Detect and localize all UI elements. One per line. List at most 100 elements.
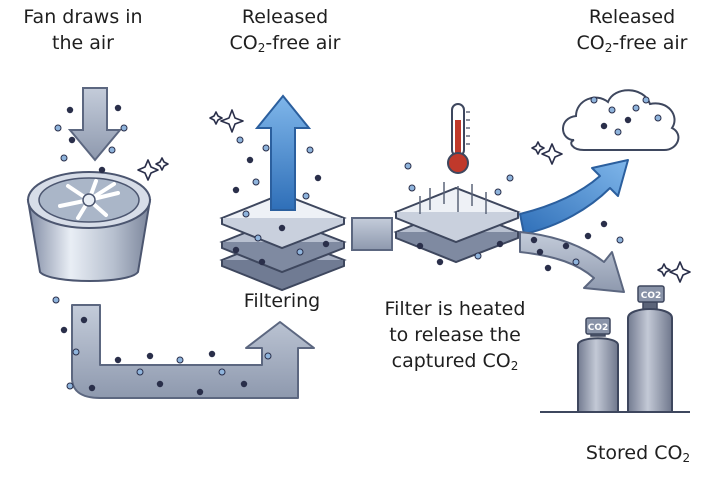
down-arrow-icon — [67, 87, 123, 162]
subscript-2: 2 — [510, 359, 519, 373]
co2-particle — [208, 350, 216, 358]
air-particle — [72, 348, 80, 356]
sparkle-icon — [220, 109, 244, 133]
co2-particle — [240, 380, 248, 388]
air-particle — [408, 184, 416, 192]
co-text: CO — [229, 32, 258, 54]
air-particle — [236, 136, 244, 144]
co2-particle — [562, 242, 570, 250]
filter-stack-icon — [219, 192, 347, 292]
heated-label-line2: to release the — [389, 324, 521, 346]
co2-particle — [496, 240, 504, 248]
air-particle — [52, 296, 60, 304]
sparkle-icon — [209, 111, 223, 125]
air-particle — [136, 368, 144, 376]
air-particle — [306, 146, 314, 154]
air-particles — [52, 96, 662, 396]
co2-particle — [416, 242, 424, 250]
thermometer-icon — [447, 103, 470, 174]
air-particle — [506, 174, 514, 182]
free-air-text: -free air — [265, 32, 341, 54]
air-particle — [54, 124, 62, 132]
sparkle-icon — [669, 261, 691, 283]
air-particle — [494, 188, 502, 196]
co2-particle — [600, 220, 608, 228]
released-label-2-line2: CO2-free air — [552, 30, 712, 61]
sparkle-icon — [657, 263, 671, 277]
stored-label-line: Stored CO2 — [568, 440, 708, 471]
co2-particle — [98, 166, 106, 174]
air-particle — [642, 96, 650, 104]
sparkle-icon — [531, 141, 545, 155]
air-particle — [242, 210, 250, 218]
air-particle — [608, 106, 616, 114]
co2-particle — [600, 122, 608, 130]
filtering-label: Filtering — [222, 288, 342, 314]
co2-particle — [88, 384, 96, 392]
co-text: CO — [576, 32, 605, 54]
subscript-2: 2 — [257, 41, 266, 55]
captured-co-text: captured CO — [391, 350, 511, 372]
heated-label: Filter is heated to release the captured… — [370, 296, 540, 379]
sparkle-icon — [541, 143, 563, 165]
tank-label-left: CO2 — [588, 323, 609, 333]
co2-particle — [322, 240, 330, 248]
co2-particle — [436, 258, 444, 266]
co2-particle — [314, 174, 322, 182]
released-label-1-line1: Released — [241, 6, 329, 28]
co2-particle — [232, 186, 240, 194]
air-particle — [66, 382, 74, 390]
free-air-text: -free air — [612, 32, 688, 54]
air-particle — [590, 96, 598, 104]
air-particle — [254, 234, 262, 242]
co2-particle — [536, 248, 544, 256]
co2-particle — [68, 136, 76, 144]
intake-duct — [71, 304, 315, 399]
air-particle — [296, 248, 304, 256]
air-particle — [60, 154, 68, 162]
cloud-icon — [562, 89, 680, 151]
subscript-2: 2 — [682, 451, 691, 465]
co2-particle — [114, 104, 122, 112]
fan-label: Fan draws in the air — [8, 4, 158, 56]
filtering-text: Filtering — [243, 290, 321, 312]
released-label-2-line1: Released — [588, 6, 676, 28]
fan-icon — [26, 171, 152, 282]
co2-particle — [114, 356, 122, 364]
sparkle-icon — [137, 159, 159, 181]
co2-particle — [66, 106, 74, 114]
air-particle — [632, 104, 640, 112]
co2-particle — [80, 316, 88, 324]
fan-label-line1: Fan draws in — [23, 6, 143, 28]
sparkle-icon — [155, 157, 169, 171]
heated-filter-icon — [393, 182, 521, 264]
air-particle — [262, 144, 270, 152]
tank-label-plate — [585, 317, 611, 335]
air-particle — [614, 128, 622, 136]
air-particle — [572, 258, 580, 266]
co2-particle — [246, 156, 254, 164]
transfer-duct — [351, 217, 393, 251]
air-particle — [218, 368, 226, 376]
air-particle — [108, 146, 116, 154]
co2-particle — [544, 264, 552, 272]
co2-particle — [584, 232, 592, 240]
stored-label: Stored CO2 — [568, 440, 708, 471]
air-particle — [616, 236, 624, 244]
subscript-2: 2 — [604, 41, 613, 55]
co2-particle — [156, 380, 164, 388]
co2-particle — [278, 224, 286, 232]
up-arrow-icon — [254, 94, 312, 211]
released-air-arrow — [519, 159, 629, 235]
air-particle — [404, 162, 412, 170]
air-particle — [120, 124, 128, 132]
released-label-2: Released CO2-free air — [552, 4, 712, 61]
gas-tank-icon — [627, 285, 673, 413]
tank-label-plate — [637, 285, 665, 303]
co2-particle — [196, 388, 204, 396]
stored-co-text: Stored CO — [585, 442, 683, 464]
co2-particle — [258, 258, 266, 266]
air-particle — [474, 252, 482, 260]
